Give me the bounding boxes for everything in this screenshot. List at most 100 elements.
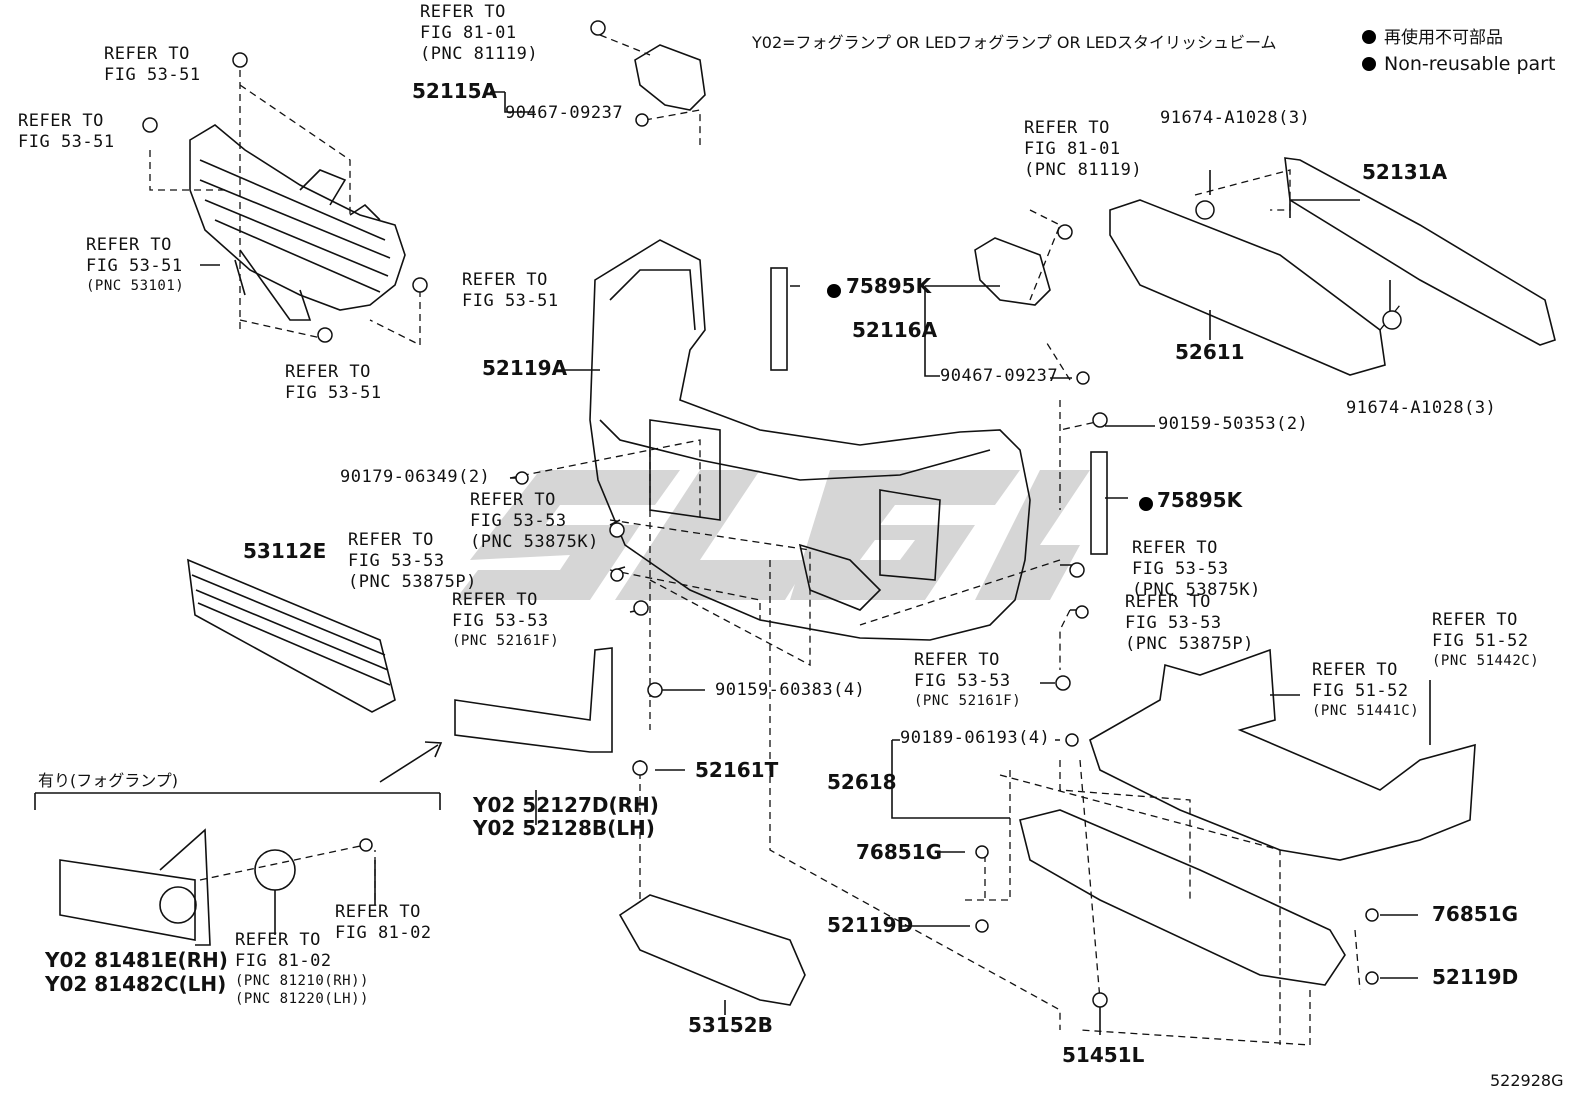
- callout-line: FIG 81-01: [1024, 139, 1121, 159]
- legend-label-jp: 再使用不可部品: [1384, 28, 1503, 48]
- clip-icon: [1365, 908, 1379, 922]
- callout-line: REFER TO: [420, 2, 506, 22]
- bolt-icon: [1195, 200, 1215, 220]
- callout-line: REFER TO: [335, 902, 421, 922]
- callout-line: (PNC 51441C): [1312, 703, 1420, 719]
- callout-line: FIG 53-51: [104, 65, 201, 85]
- callout-line: REFER TO: [104, 44, 190, 64]
- fog-cover-drawing: [454, 647, 613, 753]
- bolt-icon: [610, 568, 624, 582]
- fog-lamp-box-title: 有り(フォグランプ): [38, 771, 179, 790]
- part-label[interactable]: 91674-A1028(3): [1346, 398, 1497, 418]
- fog-bezel-drawing: [59, 828, 211, 946]
- bolt-icon: [359, 838, 373, 852]
- part-label[interactable]: 90189-06193(4): [900, 728, 1051, 748]
- bracket-52115a-drawing: [634, 44, 706, 111]
- bolt-icon: [647, 682, 663, 698]
- bullet-icon: [1362, 57, 1376, 71]
- part-label[interactable]: 52116A: [852, 318, 938, 342]
- callout-line: FIG 53-53: [470, 511, 567, 531]
- clip-icon: [1069, 562, 1085, 578]
- clip-icon: [317, 327, 333, 343]
- part-label[interactable]: 52119D: [827, 913, 914, 937]
- part-label[interactable]: 52611: [1175, 340, 1245, 364]
- part-label[interactable]: 76851G: [856, 840, 942, 864]
- callout-line: FIG 81-02: [335, 923, 432, 943]
- part-label[interactable]: Y02 81482C(LH): [45, 972, 227, 996]
- callout-line: (PNC 53875K): [1132, 580, 1261, 600]
- bumper-cover-drawing: [589, 239, 1031, 641]
- callout-line: (PNC 51442C): [1432, 653, 1540, 669]
- part-label[interactable]: 52115A: [412, 79, 498, 103]
- callout-line: REFER TO: [235, 930, 321, 950]
- callout-line: FIG 53-51: [18, 132, 115, 152]
- bolt-icon: [1076, 371, 1090, 385]
- clip-icon: [142, 117, 158, 133]
- foam-strip-top: [770, 267, 788, 371]
- part-label[interactable]: 52131A: [1362, 160, 1448, 184]
- part-label[interactable]: 90159-50353(2): [1158, 414, 1309, 434]
- fog-bezel-hole: [159, 886, 197, 924]
- bolt-icon: [635, 113, 649, 127]
- bolt-icon: [975, 919, 989, 933]
- clip-icon: [515, 471, 529, 485]
- part-label[interactable]: 52161T: [695, 758, 779, 782]
- callout-line: FIG 51-52: [1312, 681, 1409, 701]
- part-label[interactable]: 53112E: [243, 539, 327, 563]
- nut-icon: [1092, 412, 1108, 428]
- part-label[interactable]: 76851G: [1432, 902, 1518, 926]
- callout-line: FIG 53-53: [348, 551, 445, 571]
- part-label[interactable]: 90467-09237: [940, 366, 1059, 386]
- fog-lamp-drawing: [254, 849, 296, 891]
- callout-line: (PNC 52161F): [452, 633, 560, 649]
- callout-line: (PNC 81119): [420, 44, 539, 64]
- part-label[interactable]: 53152B: [688, 1013, 773, 1037]
- part-label[interactable]: Y02 52127D(RH): [473, 793, 659, 817]
- part-label[interactable]: Y02 52128B(LH): [473, 816, 655, 840]
- clip-icon: [975, 845, 989, 859]
- part-label[interactable]: 52618: [827, 770, 897, 794]
- part-label[interactable]: 90467-09237: [505, 103, 624, 123]
- legend-jp: 再使用不可部品: [1362, 25, 1503, 51]
- bolt-icon: [1382, 310, 1402, 330]
- part-label[interactable]: Y02 81481E(RH): [45, 948, 228, 972]
- lower-grille-drawing: [187, 558, 396, 713]
- part-label[interactable]: 91674-A1028(3): [1160, 108, 1311, 128]
- part-label[interactable]: 52119A: [482, 356, 568, 380]
- callout-line: REFER TO: [470, 490, 556, 510]
- part-label[interactable]: 51451L: [1062, 1043, 1145, 1067]
- part-label[interactable]: 75895K: [846, 274, 932, 298]
- part-label[interactable]: 90179-06349(2): [340, 467, 491, 487]
- part-label[interactable]: 90159-60383(4): [715, 680, 866, 700]
- callout-line: FIG 81-02: [235, 951, 332, 971]
- callout-line: REFER TO: [1432, 610, 1518, 630]
- part-label[interactable]: 75895K: [1157, 488, 1243, 512]
- callout-line: REFER TO: [285, 362, 371, 382]
- callout-line: (PNC 81210(RH)): [235, 973, 369, 989]
- absorber-drawing: [1109, 199, 1386, 376]
- callout-line: (PNC 53875P): [348, 572, 477, 592]
- callout-line: REFER TO: [1132, 538, 1218, 558]
- non-reusable-marker-icon: [1139, 497, 1153, 511]
- callout-line: REFER TO: [462, 270, 548, 290]
- callout-line: FIG 53-51: [462, 291, 559, 311]
- figure-number: 522928G: [1490, 1071, 1564, 1090]
- part-label[interactable]: 52119D: [1432, 965, 1519, 989]
